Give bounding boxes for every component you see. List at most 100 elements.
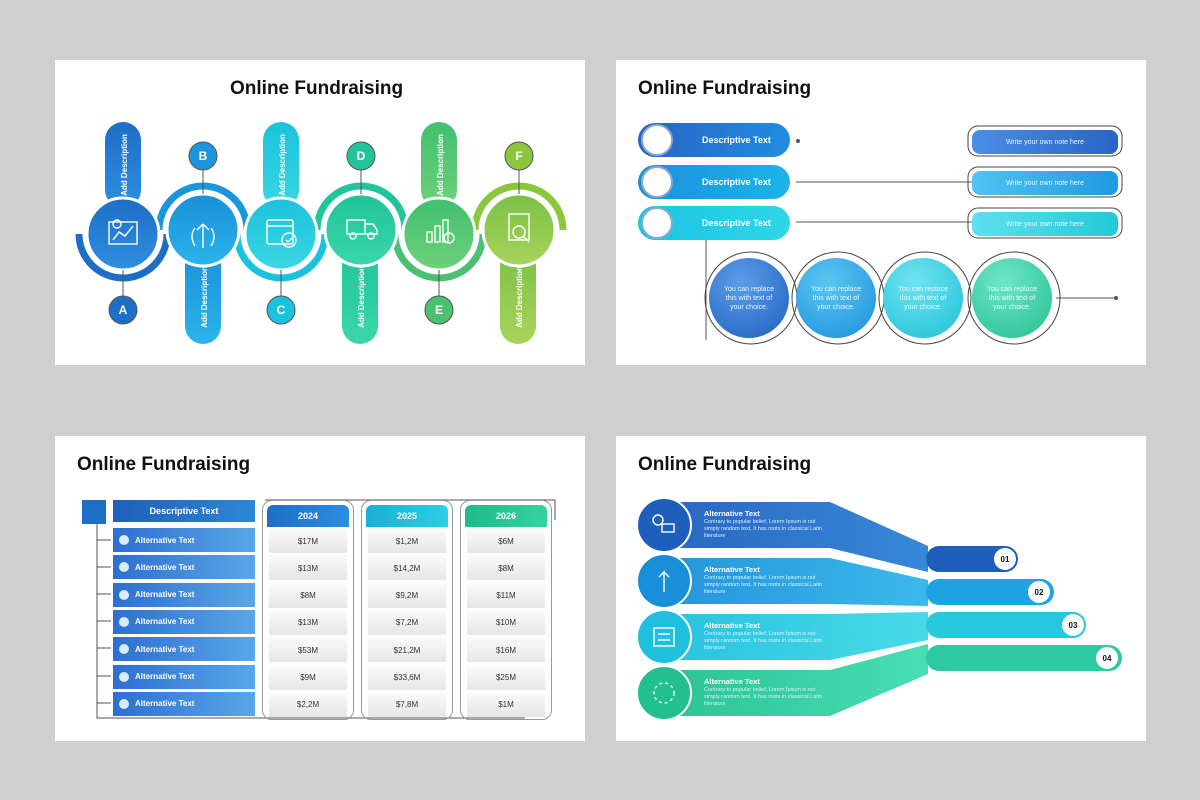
year-column-2026: 2026 $6M$8M$11M$10M$16M$25M$1M: [460, 500, 552, 720]
slide-steps[interactable]: Online Fundraising Alternative Text Con: [616, 436, 1146, 741]
item-title-2: Alternative Text: [704, 565, 760, 574]
slide-title: Online Fundraising: [638, 78, 812, 99]
row-label: Alternative Text: [135, 644, 195, 654]
step-number-1: 01: [994, 548, 1016, 570]
step-number-2: 02: [1028, 581, 1050, 603]
delivery-truck-icon: [346, 219, 378, 240]
note-field-3[interactable]: Write your own note here: [972, 212, 1118, 236]
table-cell: $13M: [269, 556, 347, 581]
letter-e: E: [435, 303, 443, 317]
slide-title: Online Fundraising: [230, 78, 404, 99]
table-header: Descriptive Text: [113, 500, 255, 522]
row-dot: [119, 535, 129, 545]
item-title-1: Alternative Text: [704, 509, 760, 518]
row-dot: [119, 671, 129, 682]
step-number-3: 03: [1062, 614, 1084, 636]
chart-board-icon: [108, 219, 138, 245]
table-connectors: [96, 499, 556, 719]
row-dot: [119, 644, 129, 655]
table-cell: $9,2M: [368, 583, 446, 608]
row-label: Alternative Text: [135, 617, 195, 627]
growth-chart-icon: [426, 219, 455, 244]
table-row-label: Alternative Text: [113, 582, 255, 607]
year-header: 2024: [267, 505, 349, 527]
row-dot: [119, 698, 129, 709]
step-circle-f: [481, 192, 557, 268]
item-desc-4: Contrary to popular belief, Lorem Ipsum …: [704, 687, 822, 707]
pill-b: [185, 246, 221, 344]
directions-icon: [658, 570, 670, 592]
table-cell: $6M: [467, 529, 545, 553]
letter-b: B: [199, 149, 208, 163]
calendar-check-icon: [266, 219, 297, 248]
letter-f: F: [515, 149, 522, 163]
table-cell: $8M: [269, 583, 347, 608]
table-cell: $13M: [269, 610, 347, 635]
table-cell: $2,2M: [269, 692, 347, 717]
table-row-label: Alternative Text: [113, 528, 255, 552]
table-cell: $21,2M: [368, 638, 446, 663]
table-row-label: Alternative Text: [113, 691, 255, 716]
row-label: Descriptive Text: [702, 135, 771, 145]
item-title-4: Alternative Text: [704, 677, 760, 686]
money-bag-icon: [641, 166, 673, 198]
note-field-2[interactable]: Write your own note here: [972, 171, 1118, 195]
row-label: Alternative Text: [135, 672, 195, 681]
table-cell: $16M: [467, 638, 545, 663]
item-desc-1: Contrary to popular belief, Lorem Ipsum …: [704, 519, 822, 539]
letter-d: D: [357, 149, 366, 163]
pill-d: [342, 246, 378, 344]
table-cell: $17M: [269, 529, 347, 553]
slide-title: Online Fundraising: [77, 454, 251, 475]
year-column-2025: 2025 $1,2M$14,2M$9,2M$7,2M$21,2M$33,6M$7…: [361, 500, 453, 720]
slide-notes[interactable]: Online Fundraising Descriptive Text Desc…: [616, 60, 1146, 365]
step-circle-c: [243, 196, 319, 272]
item-title-3: Alternative Text: [704, 621, 760, 630]
pill-label-f: Add Description: [515, 266, 524, 328]
item-desc-2: Contrary to popular belief, Lorem Ipsum …: [704, 575, 822, 595]
settings-chart-icon: [652, 514, 675, 533]
row-label: Alternative Text: [135, 590, 195, 600]
row-dot: [119, 589, 129, 600]
letter-c: C: [277, 303, 286, 317]
step-number-4: 04: [1096, 647, 1118, 669]
table-row-label: Alternative Text: [113, 637, 255, 662]
table-cell: $7,8M: [368, 692, 446, 717]
step-circle-e: [401, 196, 477, 272]
bubble-4: You can replace this with text of your c…: [972, 258, 1052, 338]
pill-f: [500, 246, 536, 344]
pill-label-d: Add Description: [357, 266, 366, 328]
directions-arrows-icon: [191, 223, 215, 248]
bubble-3: You can replace this with text of your c…: [883, 258, 963, 338]
slide-table[interactable]: Online Fundraising Descriptive Text Alte…: [55, 436, 585, 741]
row-label: Alternative Text: [135, 699, 195, 709]
table-cell: $14,2M: [368, 556, 446, 581]
step-circle-d: [323, 192, 399, 268]
letter-a: A: [119, 303, 128, 317]
year-header: 2026: [465, 505, 547, 527]
table-cell: $53M: [269, 638, 347, 663]
slide-timeline[interactable]: Online Fundraising: [55, 60, 585, 365]
bubble-2: You can replace this with text of your c…: [796, 258, 876, 338]
pill-c: [263, 122, 299, 208]
document-icon: [641, 124, 673, 156]
table-row-label: Alternative Text: [113, 609, 255, 634]
row-label: Descriptive Text: [702, 177, 771, 187]
loading-icon: [653, 682, 675, 704]
table-row-label: Alternative Text: [113, 664, 255, 689]
table-cell: $1M: [467, 692, 545, 717]
table-cell: $11M: [467, 583, 545, 608]
table-cell: $1,2M: [368, 529, 446, 553]
bubble-1: You can replace this with text of your c…: [709, 258, 789, 338]
document-search-icon: [508, 213, 530, 243]
ribbon-graphic: [636, 497, 1122, 721]
note-field-1[interactable]: Write your own note here: [972, 130, 1118, 154]
table-cell: $25M: [467, 665, 545, 690]
row-dot: [119, 562, 129, 573]
slide-title: Online Fundraising: [638, 454, 812, 475]
row-dot: [119, 616, 129, 627]
connector-lines: [704, 125, 1123, 345]
year-header: 2025: [366, 505, 448, 527]
pill-label-e: Add Description: [436, 134, 445, 196]
pill-label-a: Add Description: [120, 134, 129, 196]
